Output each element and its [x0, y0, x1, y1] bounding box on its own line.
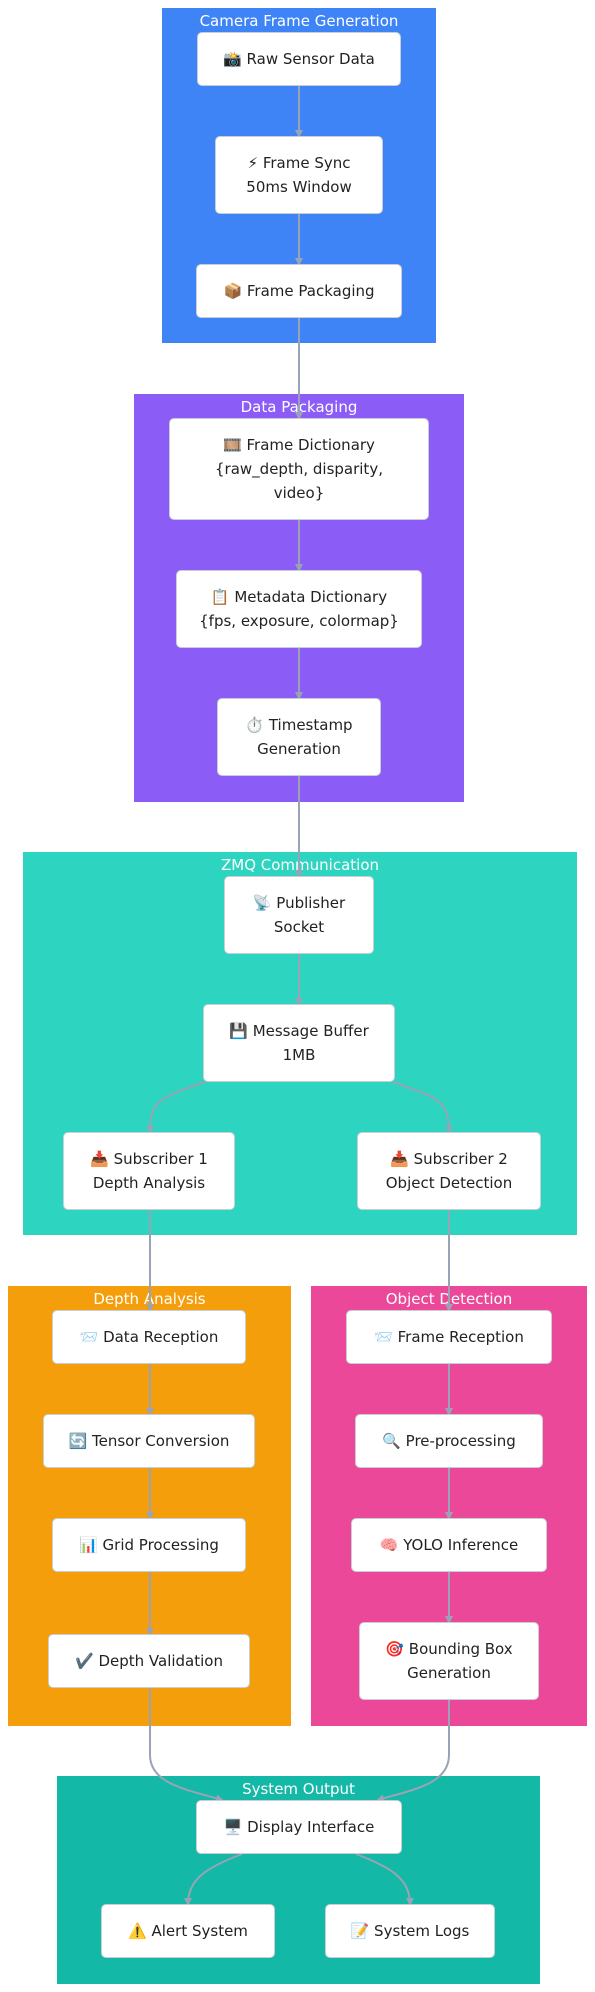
node-label: 📡 Publisher: [252, 894, 346, 912]
node-publisher-socket[interactable]: 📡 Publisher Socket: [224, 876, 374, 954]
node-message-buffer[interactable]: 💾 Message Buffer 1MB: [203, 1004, 395, 1082]
edge-buffer-to-sub1: [146, 1081, 206, 1134]
node-frame-reception[interactable]: 📨 Frame Reception: [346, 1310, 552, 1364]
node-system-logs[interactable]: 📝 System Logs: [325, 1904, 495, 1958]
node-label: {raw_depth, disparity,: [215, 460, 383, 478]
edge-bbox-to-display: [376, 1700, 450, 1803]
node-pre-processing[interactable]: 🔍 Pre-processing: [355, 1414, 543, 1468]
node-label: {fps, exposure, colormap}: [199, 612, 399, 630]
node-timestamp-generation[interactable]: ⏱️ Timestamp Generation: [217, 698, 381, 776]
node-label: 🎞️ Frame Dictionary: [223, 436, 375, 454]
node-label: 🔍 Pre-processing: [382, 1432, 516, 1450]
node-raw-sensor-data[interactable]: 📸 Raw Sensor Data: [197, 32, 401, 86]
edge-validation-to-display: [149, 1688, 224, 1803]
node-subscriber-2[interactable]: 📥 Subscriber 2 Object Detection: [357, 1132, 541, 1210]
node-label: 📸 Raw Sensor Data: [223, 50, 375, 68]
cluster-title: System Output: [242, 1780, 355, 1798]
node-label: 🧠 YOLO Inference: [379, 1536, 519, 1554]
node-label: 50ms Window: [246, 178, 352, 196]
node-display-interface[interactable]: 🖥️ Display Interface: [196, 1800, 402, 1854]
node-frame-sync[interactable]: ⚡ Frame Sync 50ms Window: [215, 136, 383, 214]
edge-display-to-logs: [355, 1853, 414, 1906]
node-label: 📝 System Logs: [350, 1922, 470, 1940]
cluster-title: Camera Frame Generation: [199, 12, 399, 30]
node-label: ⏱️ Timestamp: [245, 716, 353, 734]
node-label: 🎯 Bounding Box: [385, 1640, 513, 1658]
node-label: Socket: [273, 918, 325, 936]
node-label: Generation: [257, 740, 341, 758]
edge-display-to-alert: [184, 1853, 243, 1906]
node-depth-validation[interactable]: ✔️ Depth Validation: [48, 1634, 250, 1688]
node-frame-packaging[interactable]: 📦 Frame Packaging: [196, 264, 402, 318]
node-grid-processing[interactable]: 📊 Grid Processing: [52, 1518, 246, 1572]
node-tensor-conversion[interactable]: 🔄 Tensor Conversion: [43, 1414, 255, 1468]
node-data-reception[interactable]: 📨 Data Reception: [52, 1310, 246, 1364]
node-label: Object Detection: [385, 1174, 513, 1192]
node-label: 📦 Frame Packaging: [223, 282, 375, 300]
node-label: 📊 Grid Processing: [79, 1536, 219, 1554]
node-metadata-dictionary[interactable]: 📋 Metadata Dictionary {fps, exposure, co…: [176, 570, 422, 648]
node-yolo-inference[interactable]: 🧠 YOLO Inference: [351, 1518, 547, 1572]
edge-buffer-to-sub2: [392, 1081, 453, 1134]
node-label: 📨 Frame Reception: [374, 1328, 524, 1346]
node-label: 🔄 Tensor Conversion: [68, 1432, 230, 1450]
node-label: video}: [273, 484, 325, 502]
node-label: ⚡ Frame Sync: [247, 154, 351, 172]
node-label: 📋 Metadata Dictionary: [210, 588, 388, 606]
node-label: 🖥️ Display Interface: [223, 1818, 375, 1836]
node-frame-dictionary[interactable]: 🎞️ Frame Dictionary {raw_depth, disparit…: [169, 418, 429, 520]
node-label: Generation: [407, 1664, 491, 1682]
node-bounding-box-generation[interactable]: 🎯 Bounding Box Generation: [359, 1622, 539, 1700]
node-label: ⚠️ Alert System: [128, 1922, 248, 1940]
node-subscriber-1[interactable]: 📥 Subscriber 1 Depth Analysis: [63, 1132, 235, 1210]
node-alert-system[interactable]: ⚠️ Alert System: [101, 1904, 275, 1958]
node-label: 📥 Subscriber 2: [390, 1150, 508, 1168]
node-label: ✔️ Depth Validation: [75, 1652, 223, 1670]
node-label: Depth Analysis: [92, 1174, 206, 1192]
node-label: 1MB: [282, 1046, 316, 1064]
node-label: 📥 Subscriber 1: [90, 1150, 208, 1168]
node-label: 💾 Message Buffer: [229, 1022, 369, 1040]
node-label: 📨 Data Reception: [79, 1328, 219, 1346]
